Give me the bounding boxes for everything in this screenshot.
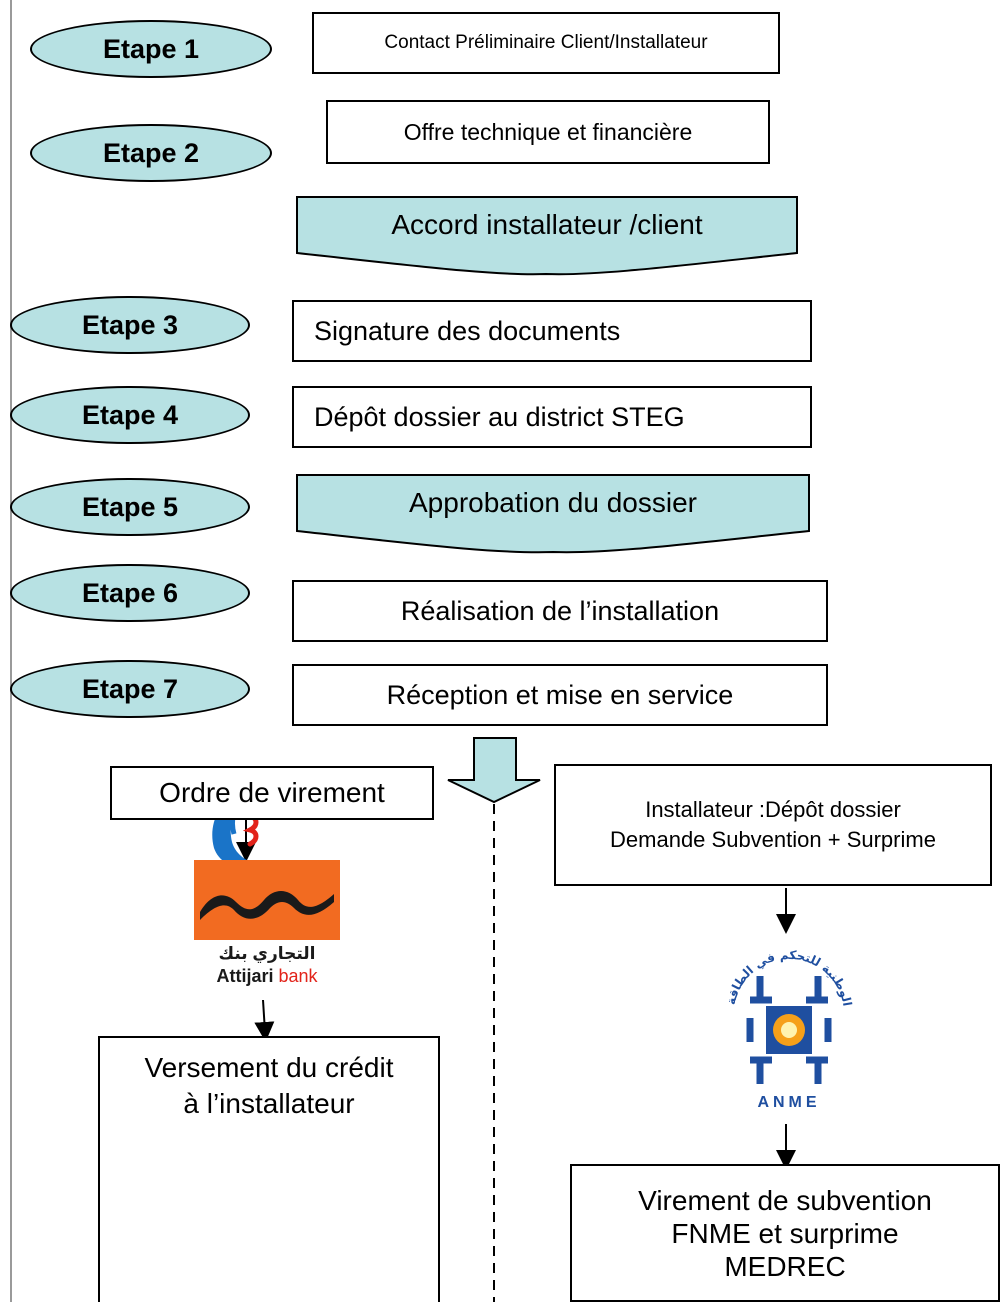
step-4-text: Dépôt dossier au district STEG — [314, 401, 685, 432]
ordre-virement-text: Ordre de virement — [159, 777, 385, 808]
step-5-ellipse: Etape 5 — [10, 478, 250, 536]
step-2-label: Etape 2 — [102, 137, 200, 168]
step-6-ellipse: Etape 6 — [10, 564, 250, 622]
step-6-label: Etape 6 — [81, 577, 179, 608]
attijari-latin-name: Attijari bank — [192, 966, 342, 987]
bank-word: bank — [278, 966, 318, 986]
attijari-arabic-name: التجاري بنك — [218, 944, 316, 963]
step-1-box: Contact Préliminaire Client/Installateur — [312, 12, 780, 74]
versement-line-2: à l’installateur — [183, 1088, 355, 1119]
virement-line-2: FNME et surprime — [671, 1217, 899, 1249]
ordre-virement-box: Ordre de virement — [110, 766, 434, 820]
depot-line-2: Demande Subvention + Surprime — [610, 827, 936, 852]
attijari-emblem-icon — [194, 860, 340, 940]
step-2-box: Offre technique et financière — [326, 100, 770, 164]
step-7-ellipse: Etape 7 — [10, 660, 250, 718]
versement-box: Versement du crédit à l’installateur — [98, 1036, 440, 1302]
depot-line-1: Installateur :Dépôt dossier — [645, 797, 901, 822]
accord-document-shape: Accord installateur /client — [296, 196, 798, 276]
step-5-document-shape: Approbation du dossier — [296, 474, 810, 554]
step-2-text: Offre technique et financière — [403, 118, 693, 145]
accord-text: Accord installateur /client — [391, 209, 703, 240]
step-1-label: Etape 1 — [102, 33, 200, 64]
step-3-text: Signature des documents — [314, 315, 621, 346]
step-7-text: Réception et mise en service — [386, 679, 734, 710]
step-4-label: Etape 4 — [81, 399, 179, 430]
virement-line-1: Virement de subvention — [638, 1184, 932, 1216]
step-4-box: Dépôt dossier au district STEG — [292, 386, 812, 448]
down-block-arrow — [447, 737, 541, 804]
attijari-word: Attijari — [216, 966, 274, 986]
step-3-ellipse: Etape 3 — [10, 296, 250, 354]
step-5-text: Approbation du dossier — [409, 487, 697, 518]
step-3-box: Signature des documents — [292, 300, 812, 362]
virement-line-3: MEDREC — [724, 1250, 846, 1282]
anme-emblem-icon: الوكالة الوطنية للتحكم في الطاقة — [711, 923, 855, 1084]
step-7-box: Réception et mise en service — [292, 664, 828, 726]
page-border — [10, 0, 12, 1302]
step-2-ellipse: Etape 2 — [30, 124, 272, 182]
step-7-label: Etape 7 — [81, 673, 179, 704]
arrow-bank-to-versement — [254, 999, 275, 1042]
step-5-label: Etape 5 — [81, 491, 179, 522]
depot-dossier-box: Installateur :Dépôt dossier Demande Subv… — [554, 764, 992, 886]
versement-line-1: Versement du crédit — [144, 1052, 394, 1083]
attijari-bank-logo: التجاري بنك Attijari bank — [192, 858, 342, 988]
virement-subvention-box: Virement de subvention FNME et surprime … — [570, 1164, 1000, 1302]
step-4-ellipse: Etape 4 — [10, 386, 250, 444]
step-3-label: Etape 3 — [81, 309, 179, 340]
anme-arabic-arc: الوكالة الوطنية للتحكم في الطاقة — [711, 923, 855, 1011]
step-1-text: Contact Préliminaire Client/Installateur — [384, 32, 708, 53]
anme-logo: الوكالة الوطنية للتحكم في الطاقة ANME — [711, 923, 862, 1120]
anme-text: ANME — [757, 1094, 821, 1111]
svg-text:الوكالة الوطنية للتحكم في الطا: الوكالة الوطنية للتحكم في الطاقة — [716, 934, 855, 1011]
step-6-text: Réalisation de l’installation — [400, 595, 720, 626]
step-6-box: Réalisation de l’installation — [292, 580, 828, 642]
step-1-ellipse: Etape 1 — [30, 20, 272, 78]
